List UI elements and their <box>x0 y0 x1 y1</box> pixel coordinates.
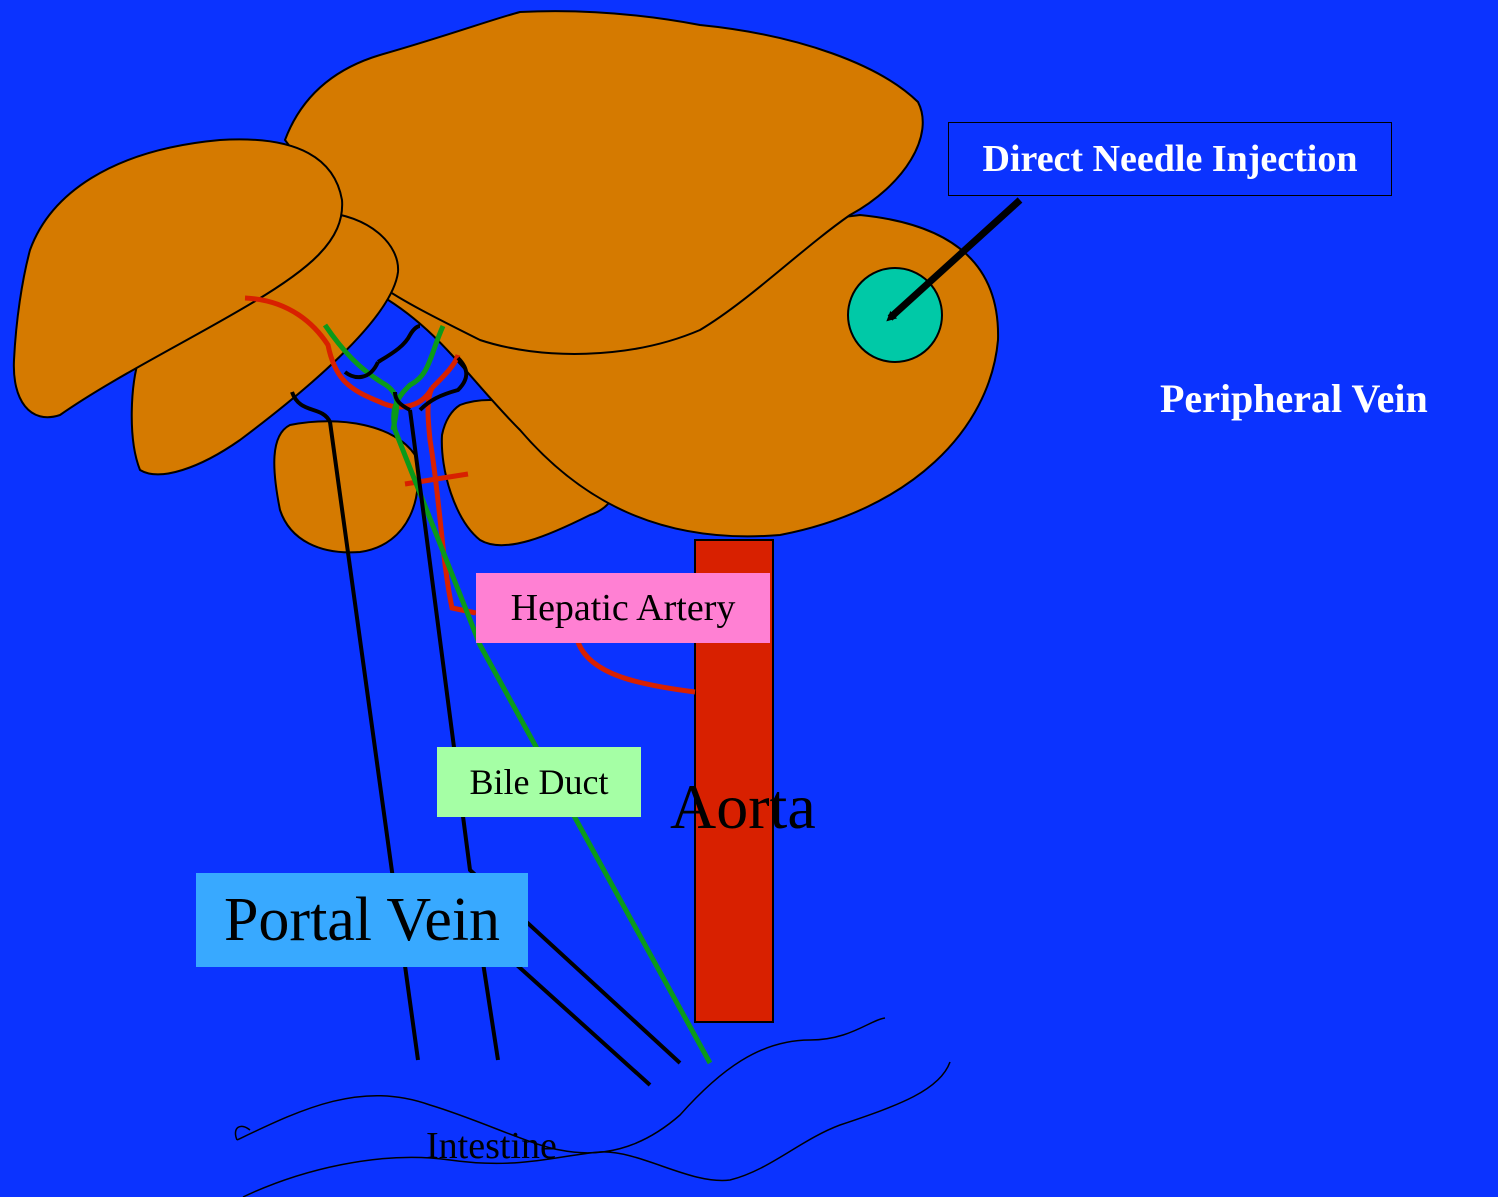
intestine-label: Intestine <box>426 1124 557 1168</box>
hepatic-artery-label: Hepatic Artery <box>476 573 770 643</box>
aorta-label: Aorta <box>670 770 816 844</box>
liver <box>14 11 998 552</box>
peripheral-vein-label: Peripheral Vein <box>1160 375 1428 422</box>
bile-duct-label: Bile Duct <box>437 747 641 817</box>
portal-vein-label: Portal Vein <box>196 873 528 967</box>
direct-needle-injection-label: Direct Needle Injection <box>948 122 1392 196</box>
intestine <box>235 1018 950 1197</box>
